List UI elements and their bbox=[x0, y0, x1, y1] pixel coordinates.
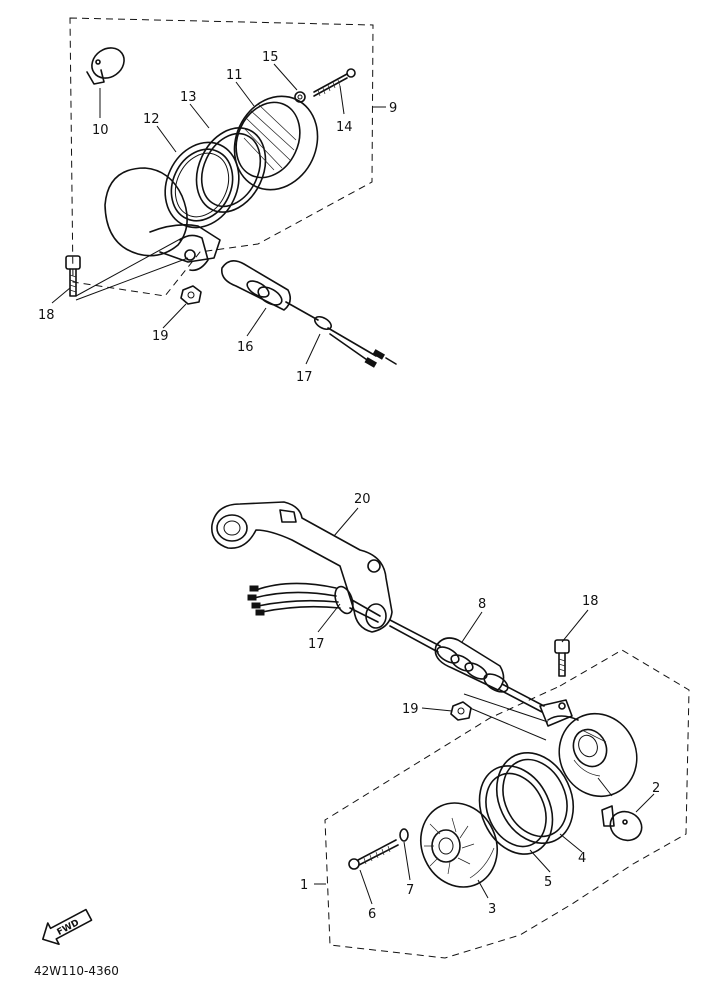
callout-20: 20 bbox=[354, 492, 371, 507]
grommet-part-8 bbox=[389, 619, 545, 713]
callout-18-bottom: 18 bbox=[582, 594, 599, 609]
callout-17-top: 17 bbox=[296, 370, 313, 385]
callout-3: 3 bbox=[488, 902, 496, 917]
nut-part-19-bottom bbox=[450, 701, 472, 721]
callout-13: 13 bbox=[180, 90, 197, 105]
gasket-part-4 bbox=[496, 751, 574, 845]
assembly-9-boundary bbox=[69, 17, 374, 297]
figure-code: 42W110-4360 bbox=[34, 964, 119, 978]
assembly-1-boundary bbox=[324, 649, 690, 959]
callout-8: 8 bbox=[478, 597, 486, 612]
bulb-part-2 bbox=[601, 805, 643, 842]
callout-5: 5 bbox=[544, 875, 552, 890]
nut-part-19-top bbox=[180, 285, 202, 305]
callout-9: 9 bbox=[389, 101, 397, 116]
callout-19-top: 19 bbox=[152, 329, 169, 344]
bottom-leader-lines bbox=[314, 507, 655, 905]
nut-part-7 bbox=[399, 828, 409, 842]
callout-14: 14 bbox=[336, 120, 353, 135]
bolt-part-18-top bbox=[65, 255, 81, 297]
grommet-part-16 bbox=[220, 260, 319, 321]
callout-12: 12 bbox=[143, 112, 160, 127]
top-assembly: 10 12 13 11 15 14 9 18 19 16 17 bbox=[38, 17, 397, 385]
wire-part-17-top bbox=[314, 315, 397, 368]
wire-harness-part-17-bottom bbox=[247, 582, 381, 623]
housing-body bbox=[104, 167, 221, 272]
callout-16: 16 bbox=[237, 340, 254, 355]
front-housing bbox=[539, 699, 638, 798]
fwd-label: FWD bbox=[56, 918, 81, 938]
callout-1: 1 bbox=[300, 878, 308, 893]
callout-7: 7 bbox=[406, 883, 414, 898]
screw-part-6 bbox=[348, 839, 399, 870]
top-leader-lines bbox=[51, 63, 386, 365]
bottom-assembly: 20 17 8 18 19 2 4 5 3 7 6 1 bbox=[211, 492, 690, 959]
screw-part-14 bbox=[313, 68, 356, 97]
ring-part-12 bbox=[164, 141, 240, 229]
fwd-arrow-icon: FWD bbox=[42, 908, 93, 946]
callout-15: 15 bbox=[262, 50, 279, 65]
nut-part-15 bbox=[294, 91, 306, 103]
lens-part-11 bbox=[233, 95, 319, 191]
callout-4: 4 bbox=[578, 851, 586, 866]
ring-part-5 bbox=[478, 765, 554, 855]
lens-part-3 bbox=[420, 802, 498, 888]
callout-10: 10 bbox=[92, 123, 109, 138]
bulb-part-10 bbox=[86, 47, 125, 85]
callout-2: 2 bbox=[652, 781, 660, 796]
callout-19-bottom: 19 bbox=[402, 702, 419, 717]
bolt-part-18-bottom bbox=[554, 639, 570, 677]
gasket-part-13 bbox=[195, 127, 267, 213]
callout-6: 6 bbox=[368, 907, 376, 922]
bracket-part-20 bbox=[211, 501, 393, 633]
callout-11: 11 bbox=[226, 68, 243, 83]
callout-18-top: 18 bbox=[38, 308, 55, 323]
callout-17-bottom: 17 bbox=[308, 637, 325, 652]
